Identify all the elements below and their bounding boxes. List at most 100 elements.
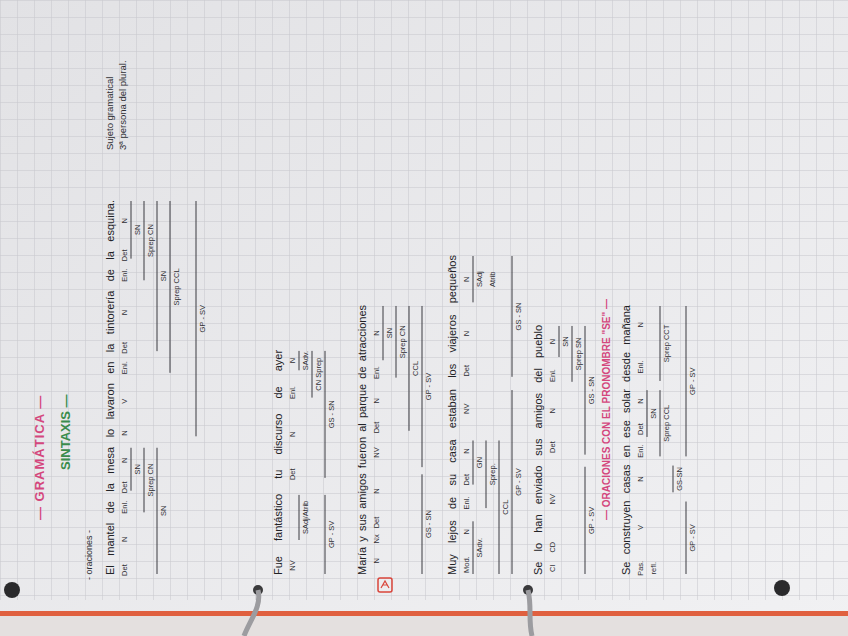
syntax-label: CCL	[501, 500, 510, 515]
syntax-label: SN	[133, 464, 142, 474]
syntax-label: Det	[120, 342, 129, 354]
sentence: El mantel de la mesa lo lavaron en la ti…	[104, 200, 117, 575]
syntax-label: SN	[649, 408, 658, 418]
syntax-label: N	[462, 331, 471, 336]
bracket-line	[647, 390, 648, 437]
syntax-label: N	[636, 476, 645, 481]
syntax-label: Pas.	[636, 561, 645, 576]
bracket-line	[131, 448, 132, 491]
bracket-line	[383, 306, 384, 360]
syntax-label: N	[462, 529, 471, 534]
bracket-line	[660, 390, 661, 456]
syntax-label: N	[372, 558, 381, 563]
syntax-label: N	[372, 398, 381, 403]
bracket-line	[157, 201, 158, 351]
syntax-label: GP - SV	[424, 373, 433, 400]
syntax-label: refl.	[649, 562, 658, 575]
syntax-label: Det	[120, 482, 129, 494]
syntax-label: NV	[288, 560, 297, 570]
syntax-label: Mod.	[462, 556, 471, 573]
syntax-label: GP - SV	[198, 305, 207, 332]
bracket-line	[473, 521, 474, 574]
syntax-label: Enl.	[462, 496, 471, 509]
syntax-label: SAdj/Atrib	[301, 501, 310, 534]
margin-line	[0, 611, 848, 616]
syntax-label: Sprep CN	[146, 224, 155, 257]
syntax-label: N	[548, 339, 557, 344]
bracket-line	[686, 502, 687, 574]
bracket-line	[299, 351, 300, 370]
bracket-line	[409, 306, 410, 431]
bracket-line	[473, 256, 474, 302]
bracket-line	[144, 201, 145, 280]
syntax-label: Det	[372, 422, 381, 434]
bracket-line	[422, 474, 423, 574]
bracket-line	[131, 201, 132, 259]
syntax-label: Sprep CN	[146, 464, 155, 497]
section-heading: SINTAXIS —	[58, 394, 74, 470]
binding-strip	[0, 616, 848, 636]
bracket-line	[299, 495, 300, 540]
bracket-line	[157, 448, 158, 574]
syntax-label: Enl.	[372, 366, 381, 379]
syntax-label: NV	[372, 447, 381, 457]
syntax-label: Nx	[372, 534, 381, 543]
syntax-label: Sprep CN	[398, 325, 407, 358]
syntax-label: Det	[372, 517, 381, 529]
syntax-label: N	[372, 330, 381, 335]
syntax-label: SN	[159, 506, 168, 516]
syntax-label: Det	[462, 365, 471, 377]
bracket-line	[473, 440, 474, 484]
bracket-line	[325, 495, 326, 574]
sentence: Se lo han enviado sus amigos del pueblo	[532, 325, 545, 575]
syntax-label: N	[288, 431, 297, 436]
bracket-line	[585, 326, 586, 455]
syntax-label: N	[120, 457, 129, 462]
syntax-label: N	[120, 218, 129, 223]
syntax-label: N	[120, 430, 129, 435]
syntax-label: Det	[288, 468, 297, 480]
syntax-label: GS-SN	[675, 467, 684, 491]
syntax-label: Det	[548, 441, 557, 453]
bracket-line	[559, 326, 560, 357]
bracket-line	[585, 467, 586, 574]
bracket-line	[686, 306, 687, 456]
syntax-label: Sprep CCL	[172, 268, 181, 305]
syntax-label: GP - SV	[327, 521, 336, 548]
syntax-label: Det	[120, 250, 129, 262]
grid-lines	[0, 0, 848, 600]
bracket-line	[486, 440, 487, 508]
syntax-label: SN	[159, 271, 168, 281]
syntax-label: N	[636, 398, 645, 403]
syntax-label: Enl.	[548, 369, 557, 382]
bracket-line	[660, 306, 661, 381]
syntax-label: GS - SN	[424, 510, 433, 538]
section-heading: — ORACIONES CON EL PRONOMBRE "SE" —	[600, 299, 613, 520]
syntax-label: Det	[462, 474, 471, 486]
syntax-label: Enl.	[636, 445, 645, 458]
syntax-label: Sprep.	[488, 463, 497, 485]
syntax-label: CI	[548, 565, 557, 573]
syntax-label: N	[462, 448, 471, 453]
bracket-line	[396, 306, 397, 378]
syntax-label: GP - SV	[688, 524, 697, 551]
syntax-label: N	[120, 537, 129, 542]
syntax-label: Sprep SN	[574, 338, 583, 371]
sentence: Se construyen casas en ese solar desde m…	[620, 305, 633, 575]
sentence: Muy lejos de su casa estaban los viajero…	[446, 255, 459, 575]
bracket-line	[512, 256, 513, 377]
bracket-line	[422, 306, 423, 467]
syntax-label: GN	[475, 457, 484, 468]
subheading: - oraciones -	[84, 530, 95, 580]
syntax-label: CN Sprep	[314, 358, 323, 391]
syntax-label: GP - SV	[688, 368, 697, 395]
syntax-label: Det	[636, 423, 645, 435]
syntax-label: Sprep CCT	[662, 325, 671, 363]
syntax-label: GS - SN	[327, 400, 336, 428]
syntax-label: GP - SV	[514, 468, 523, 495]
syntax-label: SN	[385, 328, 394, 338]
page-title: — GRAMÁTICA —	[32, 395, 48, 520]
syntax-label: V	[636, 525, 645, 530]
